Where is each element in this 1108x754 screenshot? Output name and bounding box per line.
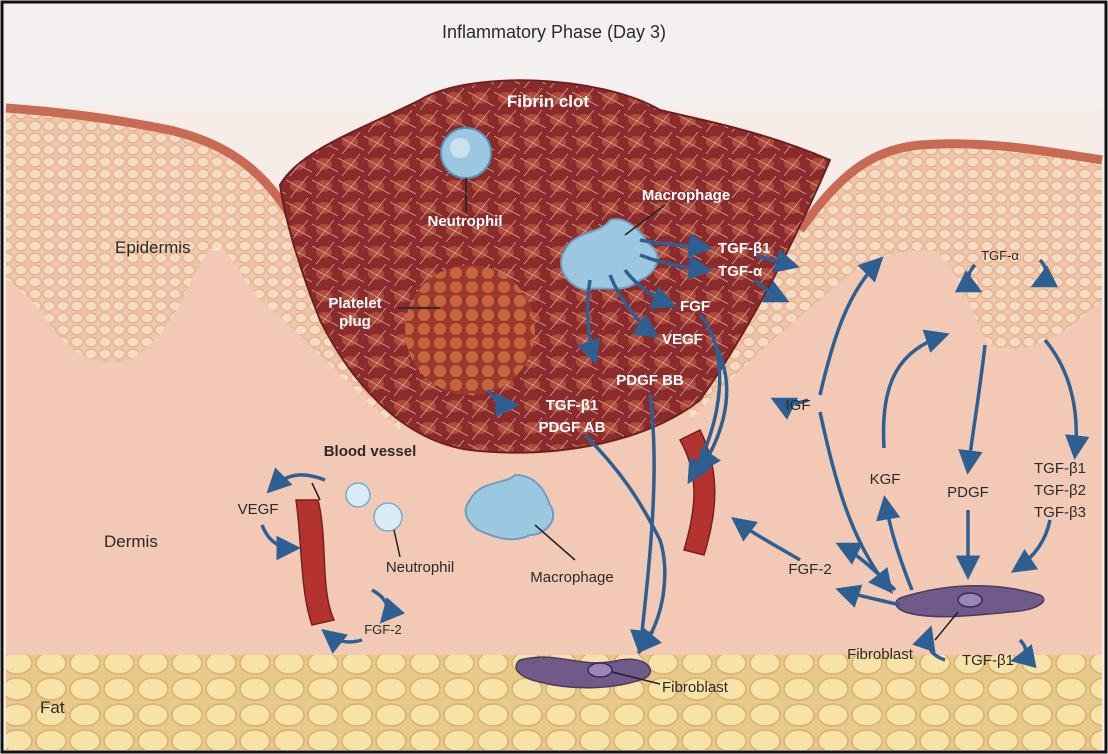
label-platelet-line1: Platelet [328,295,381,312]
fibroblast-right-nucleus [958,593,982,607]
factor-kgf: KGF [870,471,901,488]
factor-tgfb2-right: TGF-β2 [1034,482,1086,499]
label-blood-vessel: Blood vessel [324,443,417,460]
label-macrophage-bottom: Macrophage [530,569,613,586]
factor-tgfa-macrophage: TGF-α [718,263,763,280]
factor-pdgf-bb: PDGF BB [616,372,684,389]
factor-fgf-macrophage: FGF [680,298,710,315]
label-epidermis: Epidermis [115,238,191,257]
factor-fgf2-right: FGF-2 [788,561,831,578]
label-platelet-line2: plug [339,313,371,330]
platelet-plug [405,265,535,395]
label-fibrin-clot: Fibrin clot [507,92,590,111]
factor-tgfb1-macrophage: TGF-β1 [718,240,771,257]
factor-pdgf-right: PDGF [947,484,989,501]
label-dermis: Dermis [104,532,158,551]
fibroblast-bottom-nucleus [588,663,612,677]
neutrophil-bottom-cell-b [374,503,402,531]
factor-tgfb1-platelet: TGF-β1 [546,397,599,414]
factor-pdgf-ab: PDGF AB [539,419,606,436]
factor-tgfb1-fibroblast: TGF-β1 [962,652,1014,669]
label-fibroblast-right: Fibroblast [847,646,914,663]
label-neutrophil-top: Neutrophil [428,213,503,230]
neutrophil-top-nucleus [450,138,470,158]
label-macrophage-top: Macrophage [642,187,730,204]
label-neutrophil-bottom: Neutrophil [386,559,454,576]
neutrophil-bottom-cell-a [346,483,370,507]
factor-vegf-vessel: VEGF [238,501,279,518]
factor-tgfa-epidermis: TGF-α [981,248,1019,263]
factor-tgfb1-right: TGF-β1 [1034,460,1086,477]
factor-igf: IGF [786,397,811,414]
factor-vegf-macrophage: VEGF [662,331,703,348]
label-fibroblast-bottom: Fibroblast [662,679,729,696]
diagram-title: Inflammatory Phase (Day 3) [442,22,666,42]
factor-tgfb3-right: TGF-β3 [1034,504,1086,521]
label-fat: Fat [40,698,65,717]
factor-fgf2-vessel: FGF-2 [364,622,402,637]
